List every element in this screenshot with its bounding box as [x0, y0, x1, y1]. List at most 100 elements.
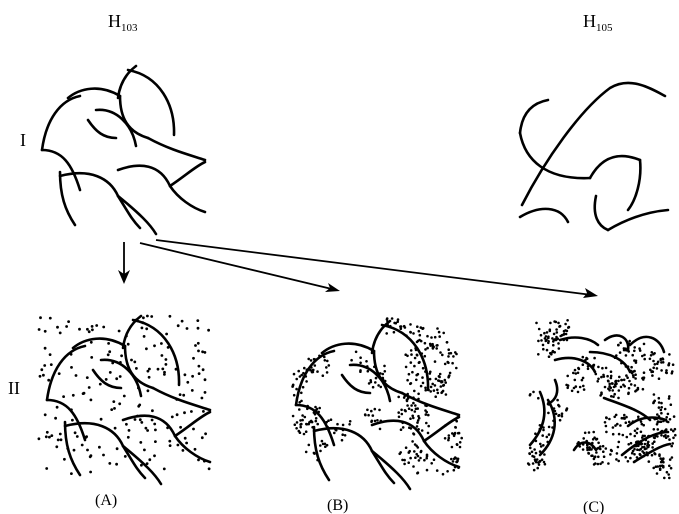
panel-c-particle [665, 416, 668, 419]
panel-a-particle [146, 315, 149, 318]
header-h105: H105 [583, 11, 613, 34]
panel-a-particle [154, 429, 157, 432]
panel-c-particle [529, 447, 532, 450]
panel-c-particle [537, 340, 540, 343]
panel-b-particle [292, 415, 295, 418]
panel-c-particle [617, 446, 620, 449]
panel-b-particle [383, 365, 386, 368]
panel-a-particle [90, 341, 93, 344]
panel-b-particle [414, 443, 417, 446]
panel-b-particle [310, 359, 313, 362]
panel-b-particle [448, 352, 451, 355]
panel-a-particle [86, 328, 89, 331]
panel-b-particle [305, 430, 308, 433]
panel-b-particle [402, 426, 405, 429]
panel-a-particle [147, 389, 150, 392]
panel-a-particle [42, 374, 45, 377]
panel-b-particle [349, 420, 352, 423]
panel-a-particle [67, 320, 70, 323]
panel-b-particle [398, 416, 401, 419]
panel-b-particle [436, 327, 439, 330]
panel-b-particle [293, 373, 296, 376]
panel-a-particle [163, 468, 166, 471]
panel-b-particle [439, 351, 442, 354]
panel-b-particle [319, 444, 322, 447]
panel-c-particle [662, 361, 665, 364]
panel-c-particle [620, 386, 623, 389]
panel-a-particle [202, 368, 205, 371]
panel-b-particle [423, 459, 426, 462]
panel-c-particle [593, 456, 596, 459]
panel-b-particle [412, 402, 415, 405]
panel-c-particle [542, 429, 545, 432]
panel-c-particle [623, 379, 626, 382]
panel-c-particle [671, 456, 674, 459]
header-h103: H103 [108, 11, 138, 34]
panel-c-particle [636, 456, 639, 459]
panel-c-particle [635, 361, 638, 364]
panel-b-particle [300, 392, 303, 395]
panel-c-particle [668, 465, 671, 468]
panel-b-particle [459, 446, 462, 449]
panel-a-particle [201, 397, 204, 400]
panel-a-particle [45, 467, 48, 470]
panel-a-particle [70, 366, 73, 369]
panel-c-particle [592, 438, 595, 441]
panel-a-particle [72, 394, 75, 397]
panel-b-particle [424, 387, 427, 390]
panel-b-particle [380, 420, 383, 423]
panel-c-particle [659, 421, 662, 424]
panel-a-particle [192, 357, 195, 360]
panel-c-particle [566, 319, 569, 322]
panel-c-particle [532, 391, 535, 394]
panel-c-particle [555, 328, 558, 331]
panel-c-particle [642, 455, 645, 458]
panel-c-particle [614, 385, 617, 388]
panel-a-particle [194, 344, 197, 347]
panel-b-particle [422, 382, 425, 385]
panel-b-particle [422, 367, 425, 370]
panel-c-particle [540, 339, 543, 342]
panel-c-particle [546, 436, 549, 439]
panel-a-particle [102, 326, 105, 329]
panel-b-particle [417, 446, 420, 449]
panel-b-particle [407, 461, 410, 464]
panel-c-particle [566, 339, 569, 342]
panel-b-particle [411, 440, 414, 443]
panel-c-particle [605, 447, 608, 450]
panel-c-particle [584, 432, 587, 435]
panel-b-particle [420, 385, 423, 388]
panel-b-particle [299, 423, 302, 426]
panel-b-fiber [342, 375, 370, 393]
panel-c-particle [582, 437, 585, 440]
panel-b-particle [447, 348, 450, 351]
panel-a-particle [98, 446, 101, 449]
panel-c-particle [546, 349, 549, 352]
panel-c-particle [625, 421, 628, 424]
panel-c-particle [588, 443, 591, 446]
panel-c-particle [548, 355, 551, 358]
panel-a-particle [55, 445, 58, 448]
panel-c-particle [552, 350, 555, 353]
panel-c-particle [567, 384, 570, 387]
panel-b-particle [323, 356, 326, 359]
panel-a-particle [176, 413, 179, 416]
panel-c-particle [557, 342, 560, 345]
panel-b-particle [425, 405, 428, 408]
panel-b-particle [374, 408, 377, 411]
panel-b-particle [341, 433, 344, 436]
panel-b-particle [327, 419, 330, 422]
panel-a-particle [39, 375, 42, 378]
panel-b-particle [386, 320, 389, 323]
panel-a-fiber [175, 436, 210, 462]
panel-b-particle [435, 378, 438, 381]
panel-c-particle [597, 442, 600, 445]
panel-c-particle [631, 372, 634, 375]
panel-b-particle [411, 371, 414, 374]
panel-a-particle [186, 381, 189, 384]
panel-b-particle [405, 446, 408, 449]
panel-a-particle [130, 359, 133, 362]
panel-c-particle [558, 347, 561, 350]
panel-c-particle [613, 393, 616, 396]
panel-a-particle [119, 361, 122, 364]
